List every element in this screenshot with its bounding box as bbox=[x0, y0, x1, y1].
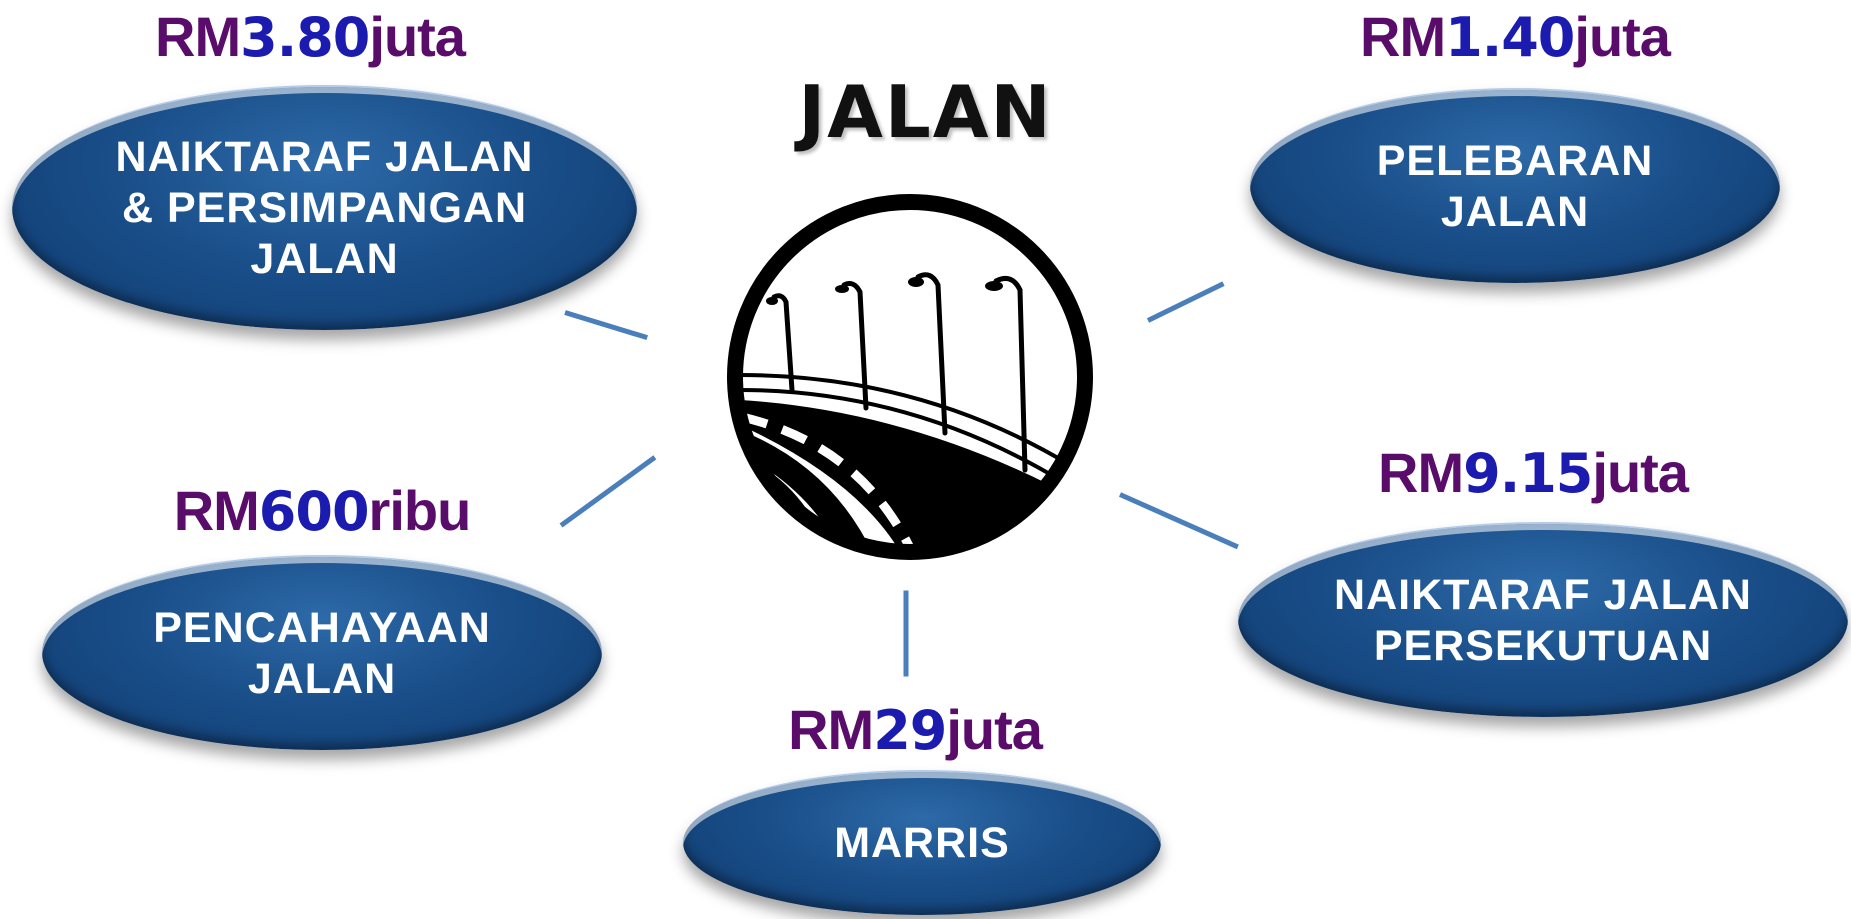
price-unit: juta bbox=[946, 698, 1043, 761]
price-unit: ribu bbox=[368, 479, 472, 542]
price-prefix: RM bbox=[173, 479, 260, 542]
price-prefix: RM bbox=[1378, 441, 1464, 504]
node-label: PENCAHAYAAN JALAN bbox=[153, 603, 491, 703]
price-prefix: RM bbox=[1360, 5, 1446, 68]
node-naiktaraf-jalan-persekutuan[interactable]: NAIKTARAF JALAN PERSEKUTUAN bbox=[1238, 522, 1848, 717]
road-with-street-lamps-icon bbox=[727, 194, 1093, 560]
price-label-top-left: RM3.80juta bbox=[155, 4, 466, 69]
price-label-mid-right: RM9.15juta bbox=[1378, 440, 1689, 505]
price-label-top-right: RM1.40juta bbox=[1360, 4, 1671, 69]
node-label: NAIKTARAF JALAN PERSEKUTUAN bbox=[1334, 570, 1752, 670]
node-pencahayaan-jalan[interactable]: PENCAHAYAAN JALAN bbox=[42, 555, 602, 750]
price-label-bottom: RM29juta bbox=[788, 697, 1043, 762]
price-label-mid-left: RM600ribu bbox=[173, 478, 472, 543]
node-pelebaran-jalan[interactable]: PELEBARAN JALAN bbox=[1250, 88, 1780, 283]
connector-top-right bbox=[1146, 281, 1225, 323]
price-unit: juta bbox=[369, 5, 466, 68]
node-naiktaraf-jalan-persimpangan[interactable]: NAIKTARAF JALAN & PERSIMPANGAN JALAN bbox=[12, 85, 637, 330]
price-prefix: RM bbox=[788, 698, 874, 761]
connector-mid-left bbox=[559, 455, 657, 528]
price-amount: 29 bbox=[873, 699, 947, 762]
diagram-title: JALAN bbox=[798, 70, 1053, 154]
price-amount: 3.80 bbox=[240, 6, 370, 69]
price-prefix: RM bbox=[155, 5, 241, 68]
node-label: MARRIS bbox=[834, 819, 1010, 867]
price-amount: 1.40 bbox=[1445, 6, 1575, 69]
node-label: NAIKTARAF JALAN & PERSIMPANGAN JALAN bbox=[115, 133, 534, 283]
price-amount: 600 bbox=[258, 480, 370, 543]
connector-top-left bbox=[564, 310, 648, 341]
price-unit: juta bbox=[1574, 5, 1671, 68]
node-label: PELEBARAN JALAN bbox=[1376, 136, 1654, 236]
node-marris[interactable]: MARRIS bbox=[683, 770, 1161, 915]
price-amount: 9.15 bbox=[1463, 442, 1593, 505]
connector-mid-right bbox=[1118, 492, 1239, 550]
connector-bottom bbox=[903, 590, 909, 677]
price-unit: juta bbox=[1592, 441, 1689, 504]
